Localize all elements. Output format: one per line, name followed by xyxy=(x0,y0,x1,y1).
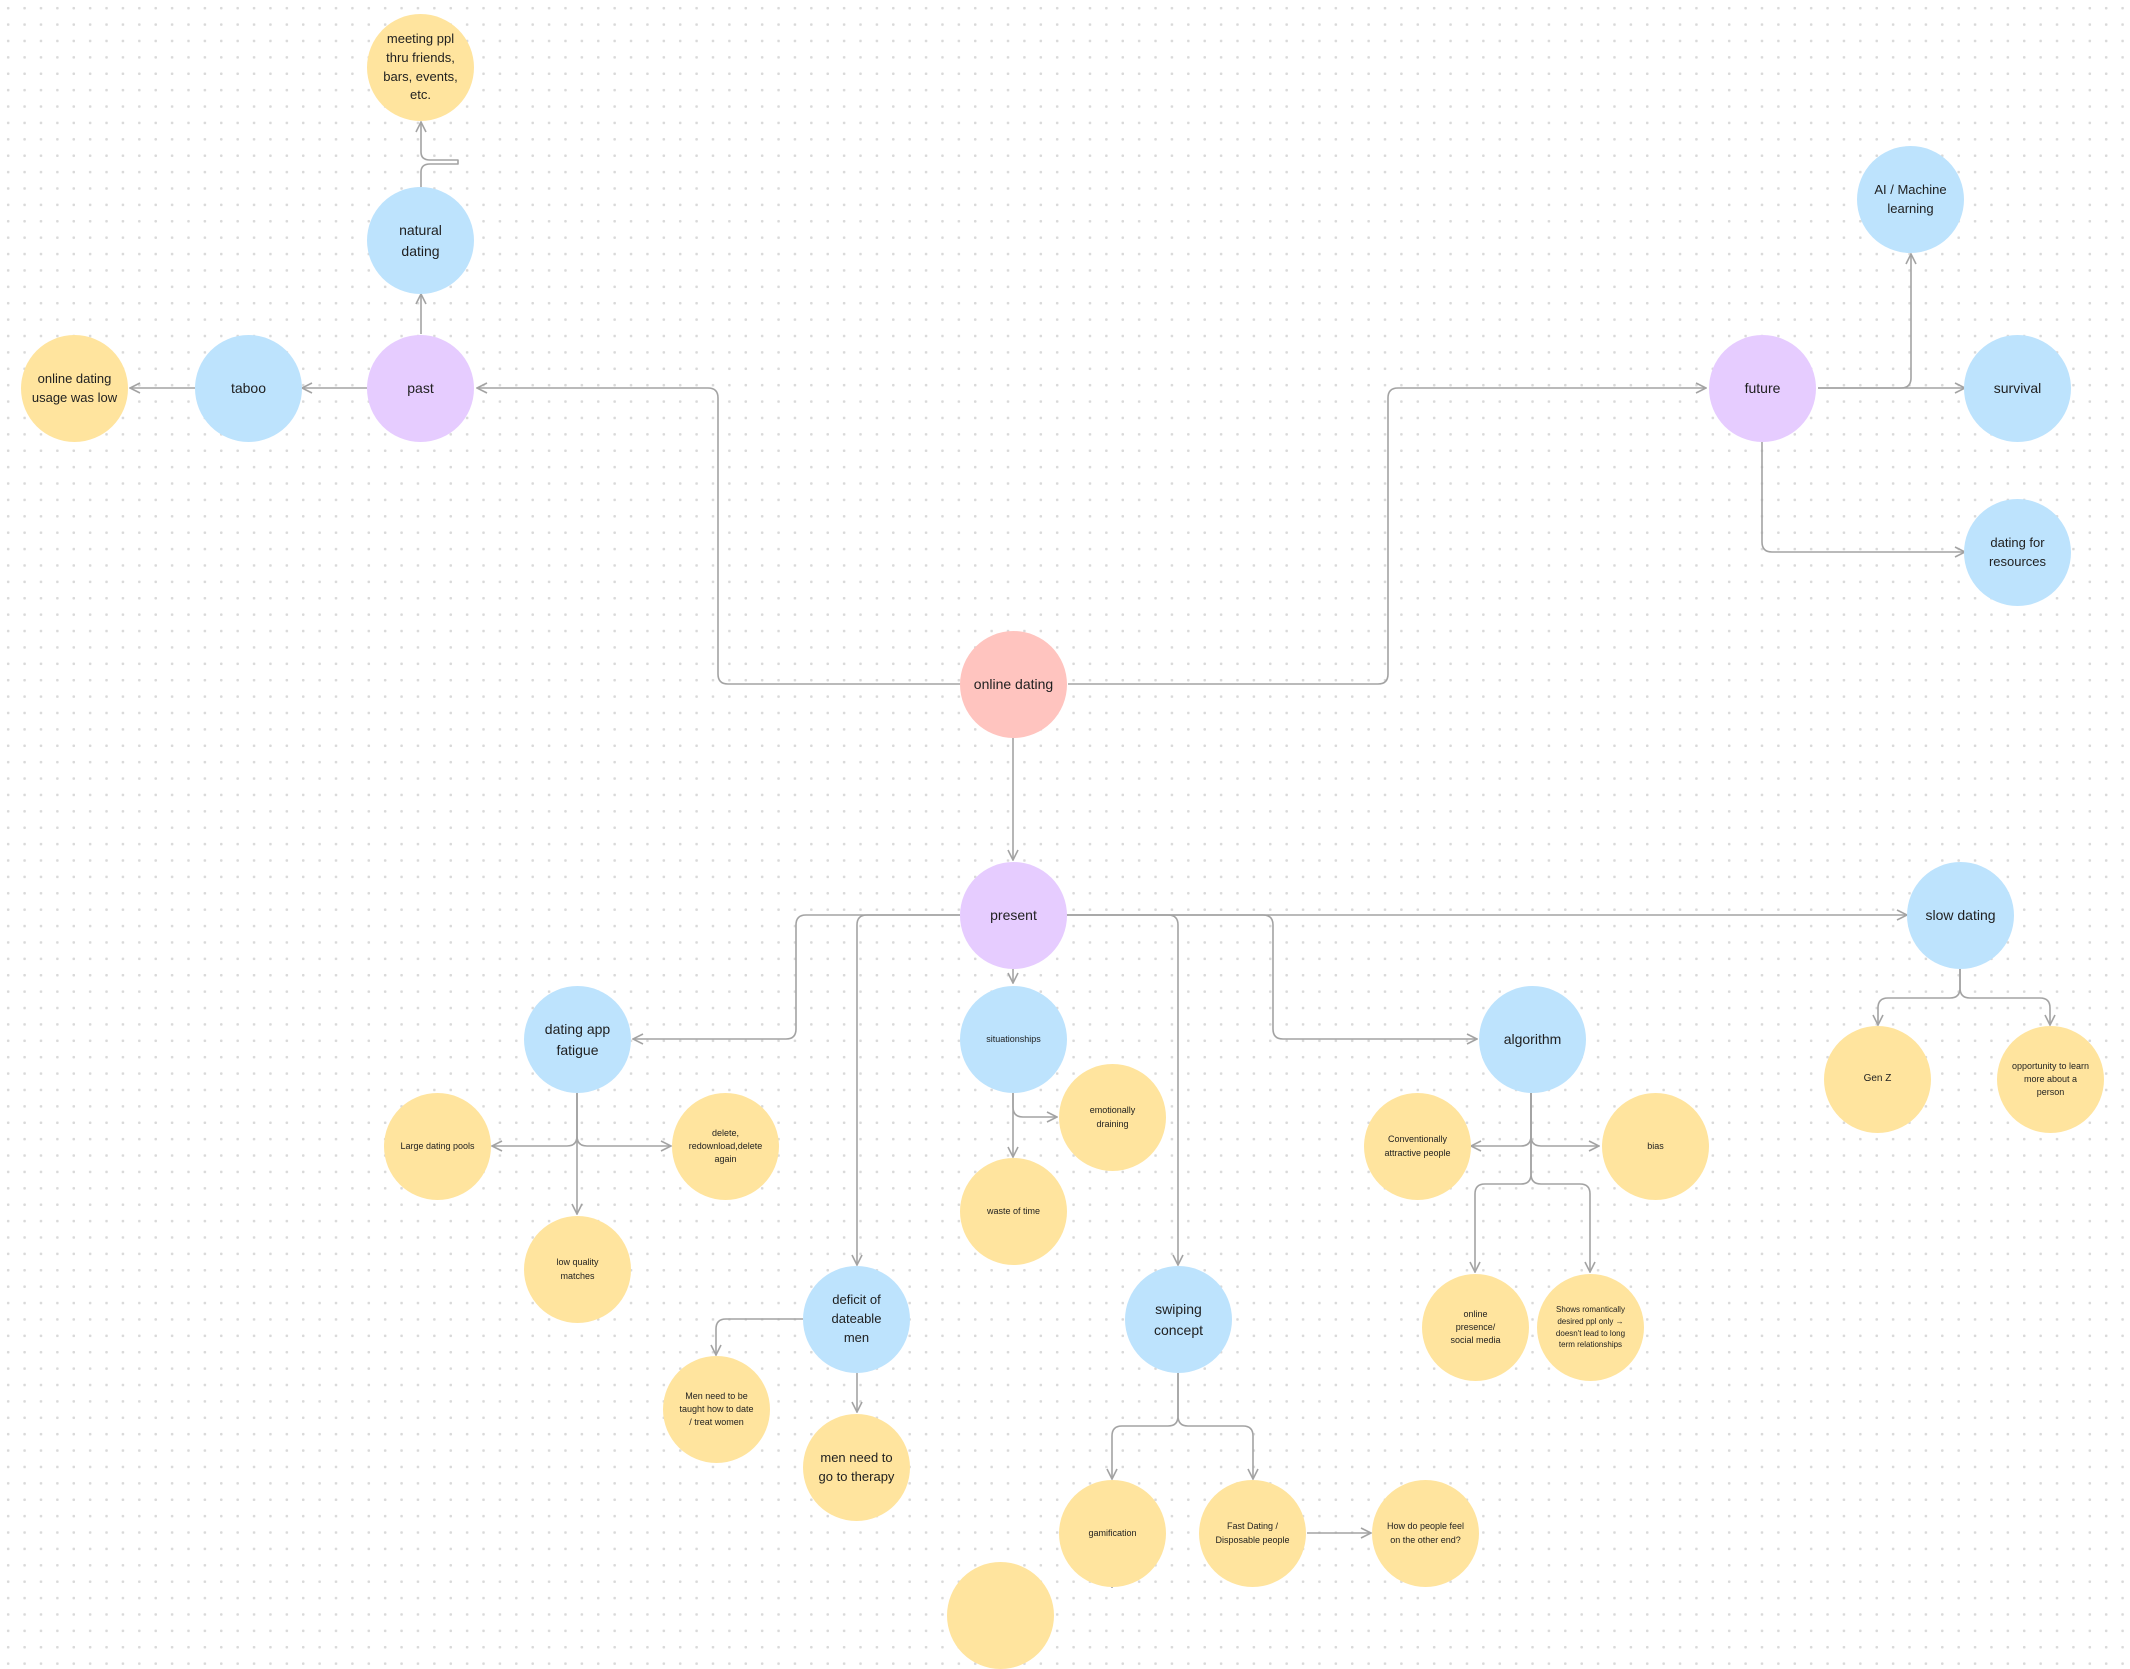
node-delete-redownload[interactable]: delete, redownload,delete again xyxy=(672,1093,779,1200)
node-gamification-label: gamification xyxy=(1088,1527,1137,1538)
node-online-dating[interactable]: online dating xyxy=(960,631,1067,738)
node-romantically-desired[interactable]: Shows romantically desired ppl only → do… xyxy=(1537,1274,1644,1381)
node-waste-of-time-label: waste of time xyxy=(986,1205,1041,1216)
node-deficit-men[interactable]: deficit of dateable men xyxy=(803,1266,910,1373)
node-emotionally-draining[interactable]: emotionally draining xyxy=(1059,1064,1166,1171)
node-dating-resources[interactable]: dating for resources xyxy=(1964,499,2071,606)
node-opportunity-label: opportunity to learn more about a person xyxy=(2011,1060,2090,1098)
connector-deficit-taught xyxy=(716,1318,803,1355)
connector-fatigue-large-pools xyxy=(492,1093,578,1146)
node-past[interactable]: past xyxy=(367,335,474,442)
connector-fatigue-delete xyxy=(576,1093,671,1146)
node-present[interactable]: present xyxy=(960,862,1067,969)
node-deficit-men-label: deficit of dateable men xyxy=(831,1292,882,1345)
node-taboo[interactable]: taboo xyxy=(195,335,302,442)
node-ai-ml[interactable]: AI / Machine learning xyxy=(1857,146,1964,253)
node-situationships[interactable]: situationships xyxy=(960,986,1067,1093)
node-taboo-label: taboo xyxy=(230,380,267,397)
node-situationships-label: situationships xyxy=(986,1033,1041,1044)
connector-natural-dating-meeting xyxy=(421,122,459,187)
node-algorithm[interactable]: algorithm xyxy=(1479,986,1586,1093)
node-gen-z[interactable]: Gen Z xyxy=(1824,1026,1931,1133)
node-gamification[interactable]: gamification xyxy=(1059,1480,1166,1587)
connector-future-ai xyxy=(1818,254,1911,389)
node-large-pools[interactable]: Large dating pools xyxy=(384,1093,491,1200)
connector-present-deficit xyxy=(857,914,960,1265)
node-men-taught-label: Men need to be taught how to date / trea… xyxy=(679,1390,754,1428)
node-bias-label: bias xyxy=(1647,1140,1664,1151)
node-online-presence-label: online presence/ social media xyxy=(1450,1308,1501,1346)
node-fast-dating[interactable]: Fast Dating / Disposable people xyxy=(1199,1480,1306,1587)
node-large-pools-label: Large dating pools xyxy=(400,1140,475,1151)
node-app-fatigue-label: dating app fatigue xyxy=(544,1021,611,1058)
node-app-fatigue[interactable]: dating app fatigue xyxy=(524,986,631,1093)
connector-algorithm-bias xyxy=(1530,1093,1599,1146)
node-algorithm-label: algorithm xyxy=(1503,1031,1562,1048)
node-fast-dating-label: Fast Dating / Disposable people xyxy=(1215,1521,1290,1545)
node-conv-attractive-label: Conventionally attractive people xyxy=(1384,1134,1451,1158)
node-bias[interactable]: bias xyxy=(1602,1093,1709,1200)
connector-algorithm-romantically-desired xyxy=(1530,1093,1590,1272)
node-future[interactable]: future xyxy=(1709,335,1816,442)
connector-swiping-gamification xyxy=(1112,1373,1179,1479)
node-low-quality[interactable]: low quality matches xyxy=(524,1216,631,1323)
node-men-therapy-label: men need to go to therapy xyxy=(818,1449,895,1484)
node-natural-dating[interactable]: natural dating xyxy=(367,187,474,294)
node-waste-of-time[interactable]: waste of time xyxy=(960,1158,1067,1265)
node-natural-dating-label: natural dating xyxy=(399,222,442,259)
connector-slow-gen-z xyxy=(1878,969,1961,1025)
connector-root-past xyxy=(477,388,963,685)
connector-situationships-draining xyxy=(1012,1093,1057,1117)
connector-present-app-fatigue xyxy=(633,914,960,1039)
node-present-label: present xyxy=(990,907,1037,924)
node-emotionally-draining-label: emotionally draining xyxy=(1089,1105,1136,1129)
node-conv-attractive[interactable]: Conventionally attractive people xyxy=(1364,1093,1471,1200)
connector-slow-opportunity xyxy=(1959,969,2050,1025)
node-low-usage[interactable]: online dating usage was low xyxy=(21,335,128,442)
node-survival-label: survival xyxy=(1993,380,2042,397)
node-ai-ml-label: AI / Machine learning xyxy=(1874,181,1947,216)
connector-algorithm-conv-attractive xyxy=(1471,1093,1532,1146)
node-online-dating-label: online dating xyxy=(973,676,1054,693)
node-meeting-ppl[interactable]: meeting ppl thru friends, bars, events, … xyxy=(367,14,474,121)
node-low-usage-label: online dating usage was low xyxy=(31,370,118,405)
connector-root-future xyxy=(1068,388,1706,685)
node-low-quality-label: low quality matches xyxy=(556,1257,599,1281)
node-dating-resources-label: dating for resources xyxy=(1988,534,2047,569)
node-other-end[interactable]: How do people feel on the other end? xyxy=(1372,1480,1479,1587)
node-gen-z-label: Gen Z xyxy=(1863,1073,1892,1085)
node-men-taught[interactable]: Men need to be taught how to date / trea… xyxy=(663,1356,770,1463)
node-opportunity[interactable]: opportunity to learn more about a person xyxy=(1997,1026,2104,1133)
node-swiping[interactable]: swiping concept xyxy=(1125,1266,1232,1373)
node-other-end-label: How do people feel on the other end? xyxy=(1386,1521,1465,1545)
connector-present-algorithm xyxy=(1066,914,1477,1039)
node-future-label: future xyxy=(1744,380,1781,397)
node-romantically-desired-label: Shows romantically desired ppl only → do… xyxy=(1555,1305,1626,1350)
node-swiping-label: swiping concept xyxy=(1153,1301,1204,1338)
connector-swiping-fast-dating xyxy=(1177,1373,1253,1479)
connector-algorithm-online-presence xyxy=(1475,1093,1532,1272)
node-slow-dating-label: slow dating xyxy=(1925,907,1996,924)
node-slow-dating[interactable]: slow dating xyxy=(1907,862,2014,969)
connector-layer xyxy=(0,0,2130,1588)
node-partial-bottom[interactable] xyxy=(947,1562,1054,1669)
node-survival[interactable]: survival xyxy=(1964,335,2071,442)
node-online-presence[interactable]: online presence/ social media xyxy=(1422,1274,1529,1381)
node-delete-redownload-label: delete, redownload,delete again xyxy=(688,1127,763,1165)
node-meeting-ppl-label: meeting ppl thru friends, bars, events, … xyxy=(383,30,458,103)
node-past-label: past xyxy=(407,380,434,397)
node-men-therapy[interactable]: men need to go to therapy xyxy=(803,1414,910,1521)
connector-future-resources xyxy=(1761,442,1965,552)
